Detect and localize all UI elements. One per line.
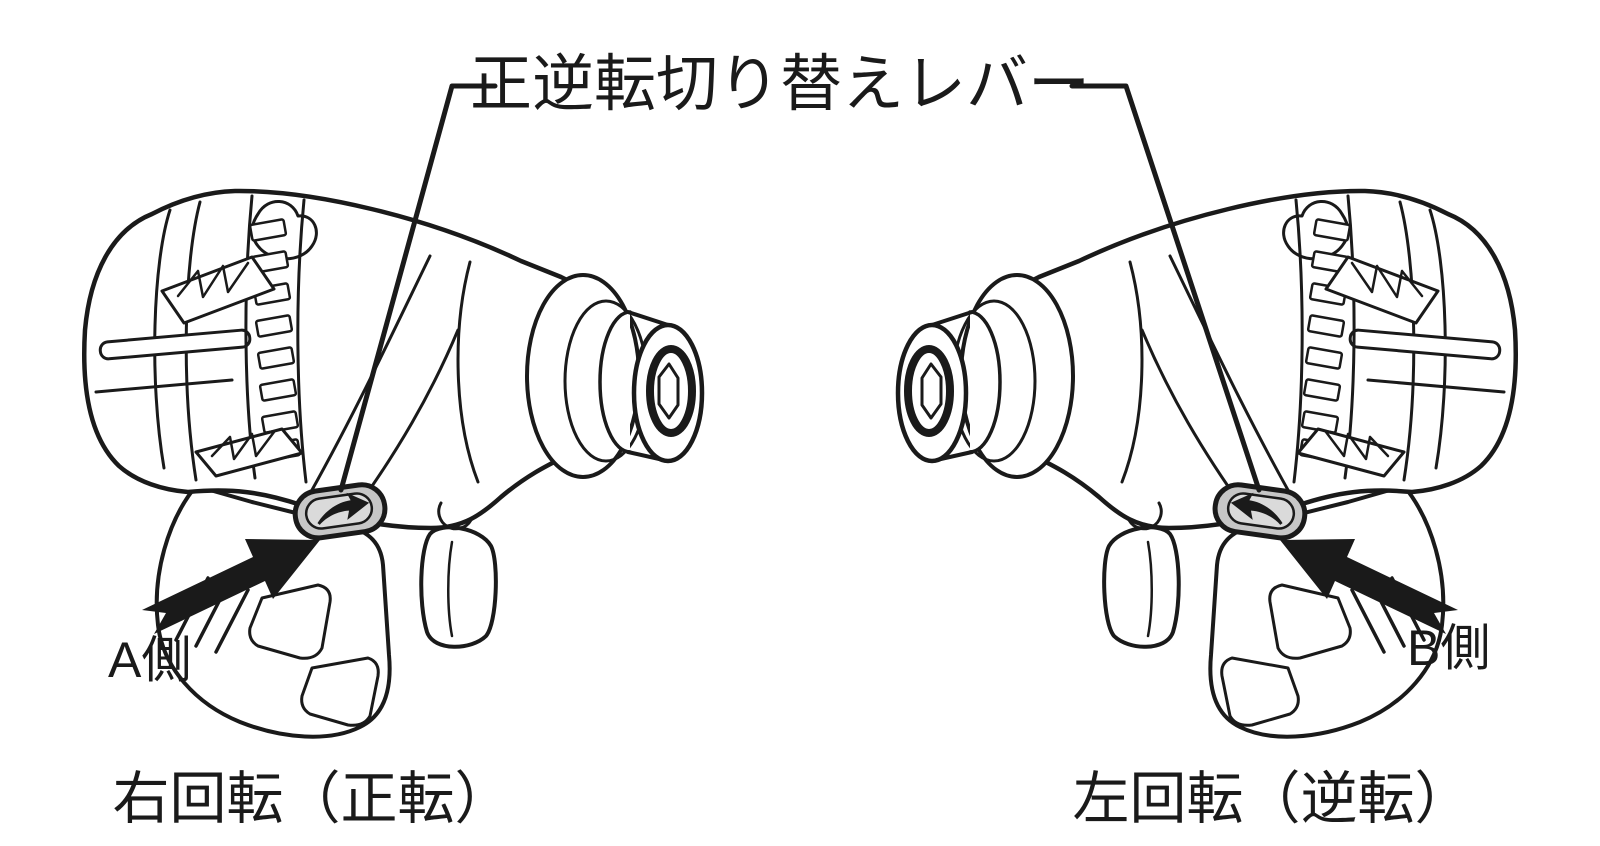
right-leader-line [1069,83,1262,493]
side-a-label: A側 [108,632,191,688]
right-caption: 左回転（逆転） [1073,767,1472,831]
left-leader-line [338,83,498,493]
lever-label: 正逆転切り替えレバー [470,50,1090,119]
left-caption: 右回転（正転） [113,767,512,831]
side-b-label: B側 [1407,620,1490,676]
